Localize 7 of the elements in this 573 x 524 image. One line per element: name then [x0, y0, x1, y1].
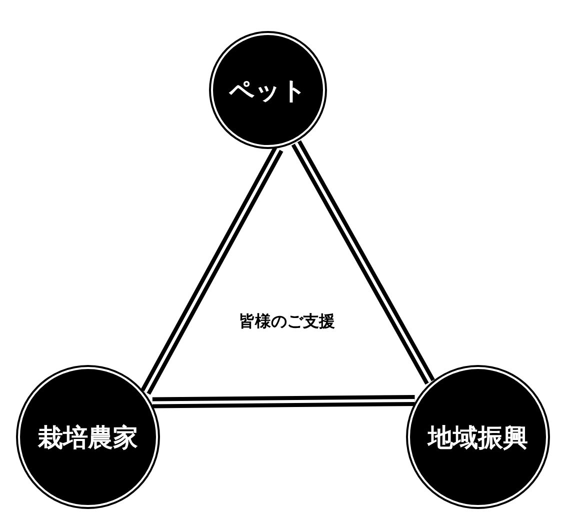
center-label: 皆様のご支援	[239, 312, 335, 332]
node-label: 栽培農家	[38, 422, 138, 454]
circle-node	[208, 30, 328, 150]
node-label: ペット	[229, 74, 307, 106]
circle-node	[15, 364, 161, 510]
circle-node	[405, 364, 551, 510]
node-label: 地域振興	[428, 422, 528, 454]
